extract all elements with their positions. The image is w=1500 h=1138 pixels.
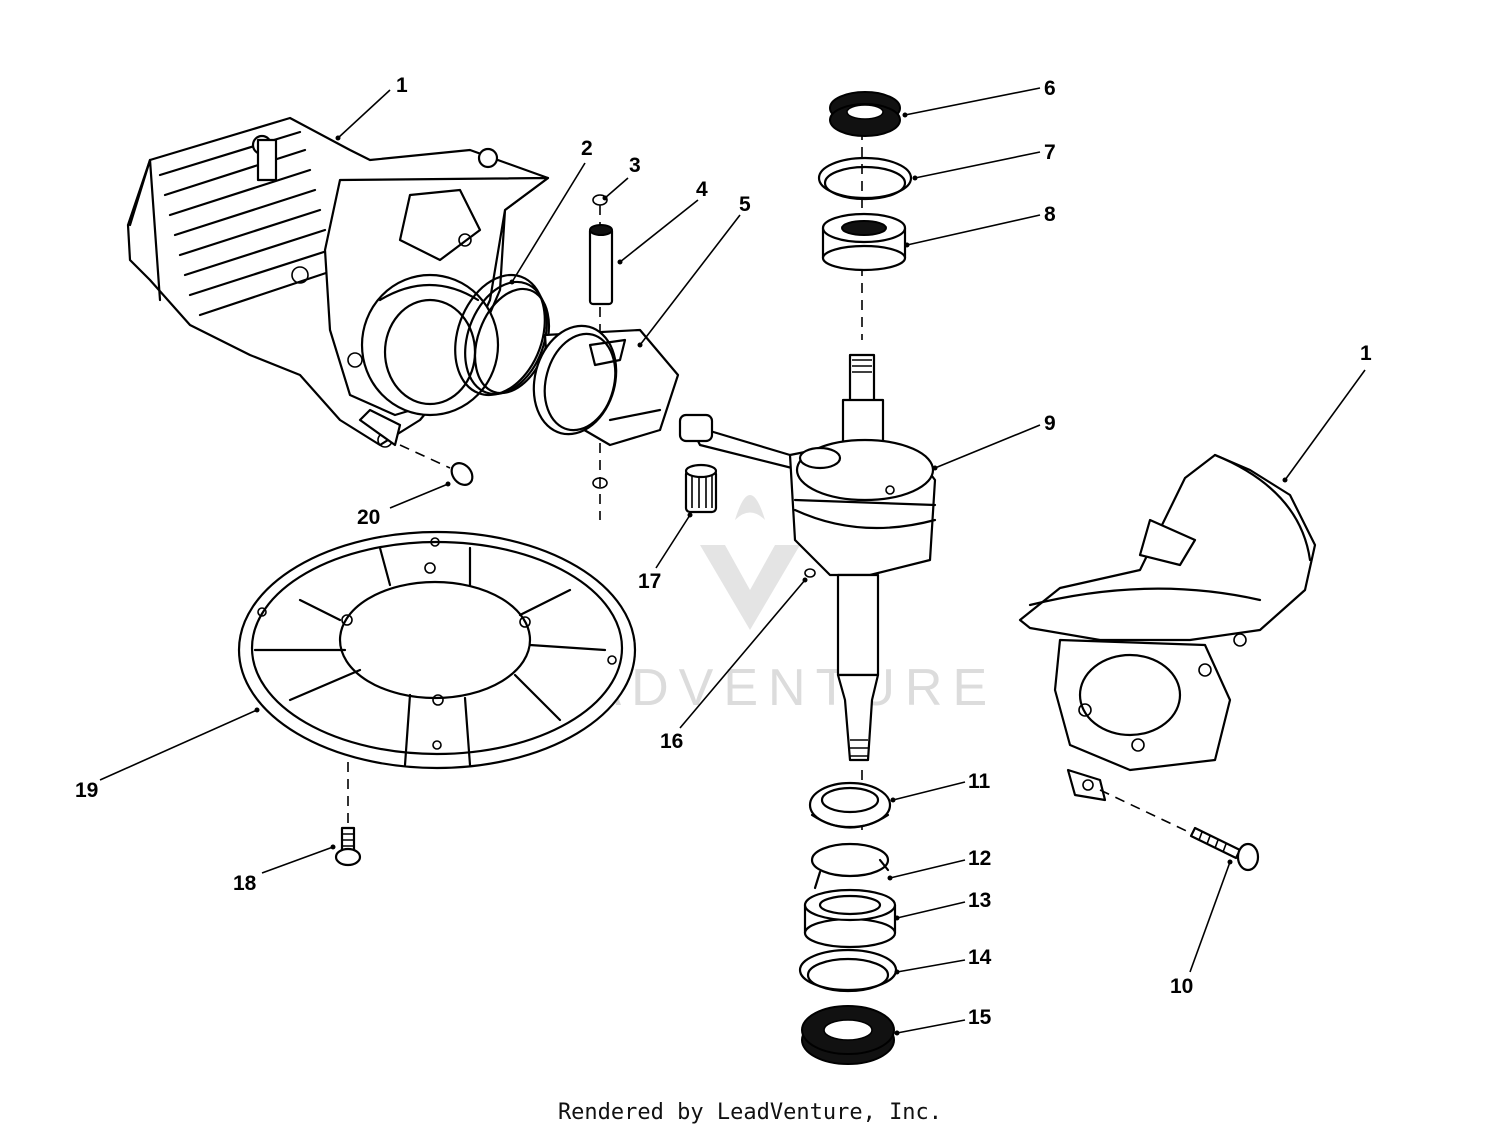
callout-8: 8 (1044, 203, 1056, 226)
callout-7: 7 (1044, 141, 1056, 164)
leadventure-watermark-logo (700, 495, 800, 630)
seal-ring-part-11 (808, 781, 892, 829)
callout-1-crankcase: 1 (1360, 342, 1372, 365)
callout-5: 5 (739, 193, 751, 216)
ball-bearing-part-8 (821, 212, 907, 272)
oil-seal-part-15 (801, 1005, 895, 1065)
ball-bearing-part-13 (803, 888, 897, 949)
callout-10: 10 (1170, 975, 1193, 998)
spring-clip-part-12 (810, 842, 890, 890)
bushing-part-20 (399, 444, 474, 486)
callout-labels: 1 2 3 4 5 6 7 8 9 1 10 11 12 13 14 15 16… (75, 74, 1372, 1029)
callout-13: 13 (968, 889, 991, 912)
needle-bearing-part-17 (684, 463, 718, 514)
dowel-part-16 (804, 568, 816, 578)
callout-6: 6 (1044, 77, 1056, 100)
retaining-ring-part-7 (817, 156, 913, 201)
wrist-pin-part-4 (588, 224, 614, 306)
oil-seal-part-6 (829, 91, 901, 137)
callout-17: 17 (638, 570, 661, 593)
callout-1-cylinder: 1 (396, 74, 408, 97)
crankshaft-part-9 (678, 353, 937, 762)
retaining-ring-part-14 (798, 948, 898, 993)
callout-19: 19 (75, 779, 98, 802)
callout-12: 12 (968, 847, 991, 870)
callout-16: 16 (660, 730, 683, 753)
callout-3: 3 (629, 154, 641, 177)
callout-11: 11 (968, 770, 991, 793)
crankcase-half-part-1 (1018, 453, 1317, 802)
callout-14: 14 (968, 946, 992, 969)
callout-20: 20 (357, 506, 380, 529)
callout-15: 15 (968, 1006, 992, 1029)
rendered-by-footer: Rendered by LeadVenture, Inc. (557, 1100, 943, 1125)
cylinder-crankcase-part-1 (126, 116, 550, 448)
callout-4: 4 (696, 178, 708, 201)
callout-2: 2 (581, 137, 593, 160)
leader-lines (99, 87, 1366, 1036)
bolt-part-10 (1189, 826, 1260, 872)
plate-part-19 (237, 530, 637, 770)
piston-rings-part-2 (454, 273, 551, 397)
callout-18: 18 (233, 872, 257, 895)
callout-9: 9 (1044, 412, 1056, 435)
screw-part-18 (334, 826, 362, 867)
piston-part-5 (532, 324, 680, 447)
